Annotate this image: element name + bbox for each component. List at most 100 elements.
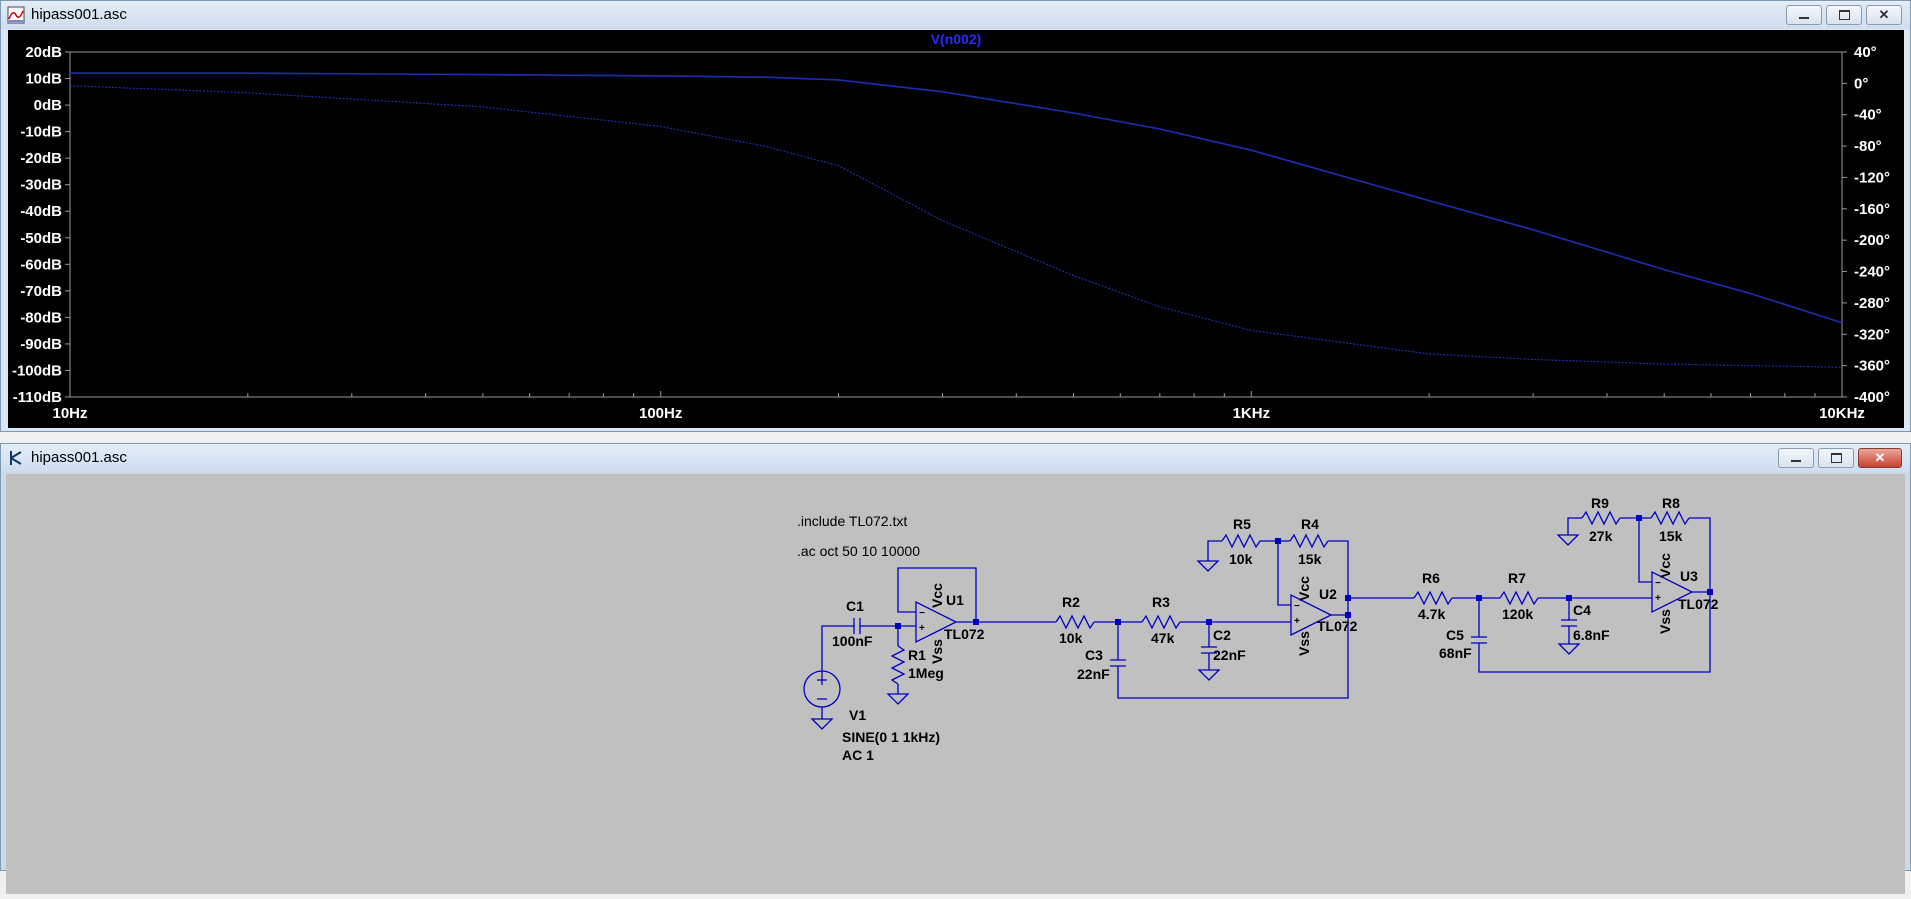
c5-value[interactable]: 68nF bbox=[1439, 645, 1472, 661]
maximize-button[interactable] bbox=[1818, 448, 1854, 468]
maximize-button[interactable] bbox=[1826, 5, 1862, 25]
wire bbox=[1689, 517, 1711, 593]
wire bbox=[1207, 540, 1222, 561]
minimize-button[interactable] bbox=[1786, 5, 1822, 25]
c4-label[interactable]: C4 bbox=[1573, 602, 1591, 618]
right-tick-label: -200° bbox=[1854, 232, 1890, 249]
resistor-r6-symbol[interactable] bbox=[1413, 590, 1453, 606]
traces bbox=[69, 72, 1843, 368]
c2-label[interactable]: C2 bbox=[1213, 627, 1231, 643]
c1-label[interactable]: C1 bbox=[846, 598, 864, 614]
ground-icon bbox=[1556, 534, 1580, 546]
r9-value[interactable]: 27k bbox=[1589, 528, 1613, 544]
u2-model[interactable]: TL072 bbox=[1317, 618, 1358, 634]
close-button[interactable]: ✕ bbox=[1858, 448, 1902, 468]
schematic-window-title: hipass001.asc bbox=[31, 449, 127, 466]
schematic-window: hipass001.asc ✕ bbox=[0, 443, 1911, 894]
x-tick-label: 100Hz bbox=[639, 405, 682, 422]
junction-dot bbox=[1345, 612, 1351, 618]
bode-plot[interactable]: V(n002) 20dB10dB0dB-10dB-20dB-30dB-40dB-… bbox=[8, 30, 1904, 428]
v1-ac[interactable]: AC 1 bbox=[842, 747, 874, 763]
r4-value[interactable]: 15k bbox=[1298, 551, 1322, 567]
r2-label[interactable]: R2 bbox=[1062, 594, 1080, 610]
v1-label[interactable]: V1 bbox=[849, 707, 866, 723]
minimize-button[interactable] bbox=[1778, 448, 1814, 468]
include-directive[interactable]: .include TL072.txt bbox=[797, 513, 907, 529]
right-axis[interactable]: 40°0°-40°-80°-120°-160°-200°-240°-280°-3… bbox=[1842, 44, 1890, 406]
waveform-titlebar[interactable]: hipass001.asc ✕ bbox=[1, 1, 1910, 29]
phase-trace[interactable] bbox=[69, 85, 1843, 368]
left-tick-label: 0dB bbox=[34, 97, 63, 114]
opamp-u1-noninv-pin: + bbox=[919, 623, 925, 634]
u3-label[interactable]: U3 bbox=[1680, 568, 1698, 584]
r3-label[interactable]: R3 bbox=[1152, 594, 1170, 610]
r7-label[interactable]: R7 bbox=[1508, 570, 1526, 586]
opamp-u2-symbol[interactable] bbox=[1290, 593, 1333, 637]
magnitude-trace[interactable] bbox=[70, 72, 1843, 324]
resistor-r8-symbol[interactable] bbox=[1650, 510, 1690, 526]
resistor-r7-symbol[interactable] bbox=[1499, 590, 1539, 606]
r6-value[interactable]: 4.7k bbox=[1418, 606, 1445, 622]
c3-value[interactable]: 22nF bbox=[1077, 666, 1110, 682]
left-tick-label: 20dB bbox=[25, 44, 62, 61]
capacitor-c5-symbol[interactable] bbox=[1471, 636, 1487, 644]
r5-value[interactable]: 10k bbox=[1229, 551, 1253, 567]
close-button[interactable]: ✕ bbox=[1866, 5, 1902, 25]
capacitor-c1-symbol[interactable] bbox=[853, 618, 861, 634]
c2-value[interactable]: 22nF bbox=[1213, 647, 1246, 663]
r1-label[interactable]: R1 bbox=[908, 647, 926, 663]
plot-frame bbox=[69, 51, 1843, 398]
r9-label[interactable]: R9 bbox=[1591, 495, 1609, 511]
r8-value[interactable]: 15k bbox=[1659, 528, 1683, 544]
capacitor-c3-symbol[interactable] bbox=[1110, 659, 1126, 667]
u1-model[interactable]: TL072 bbox=[944, 626, 985, 642]
u2-vss: Vss bbox=[1296, 631, 1312, 656]
r3-value[interactable]: 47k bbox=[1151, 630, 1175, 646]
junction-dot bbox=[1115, 619, 1121, 625]
schematic-canvas[interactable]: − + − + − + .include TL072.txt .ac oct 5… bbox=[6, 474, 1905, 894]
left-tick-label: -10dB bbox=[20, 124, 62, 141]
junction-dot bbox=[1206, 619, 1212, 625]
left-axis[interactable]: 20dB10dB0dB-10dB-20dB-30dB-40dB-50dB-60d… bbox=[12, 44, 70, 406]
c3-label[interactable]: C3 bbox=[1085, 647, 1103, 663]
close-icon: ✕ bbox=[1874, 450, 1886, 465]
minimize-icon bbox=[1799, 17, 1809, 19]
r5-label[interactable]: R5 bbox=[1233, 516, 1251, 532]
schematic-drawing[interactable]: − + − + − + .include TL072.txt .ac oct 5… bbox=[6, 474, 1905, 894]
v1-value[interactable]: SINE(0 1 1kHz) bbox=[842, 729, 940, 745]
resistor-r3-symbol[interactable] bbox=[1141, 614, 1181, 630]
u2-label[interactable]: U2 bbox=[1319, 586, 1337, 602]
r7-value[interactable]: 120k bbox=[1502, 606, 1533, 622]
wire bbox=[1117, 615, 1349, 699]
r1-value[interactable]: 1Meg bbox=[908, 665, 944, 681]
right-tick-label: -280° bbox=[1854, 295, 1890, 312]
u1-label[interactable]: U1 bbox=[946, 592, 964, 608]
schematic-titlebar[interactable]: hipass001.asc ✕ bbox=[1, 444, 1910, 472]
left-tick-label: -60dB bbox=[20, 256, 62, 273]
c1-value[interactable]: 100nF bbox=[832, 633, 873, 649]
waveform-window-title: hipass001.asc bbox=[31, 6, 127, 23]
u3-model[interactable]: TL072 bbox=[1678, 596, 1719, 612]
x-tick-label: 1KHz bbox=[1233, 405, 1271, 422]
opamp-u1-symbol[interactable] bbox=[915, 600, 958, 644]
opamp-u1-inv-pin: − bbox=[919, 608, 925, 619]
resistor-r9-symbol[interactable] bbox=[1581, 510, 1621, 526]
trace-label[interactable]: V(n002) bbox=[931, 31, 982, 47]
c4-value[interactable]: 6.8nF bbox=[1573, 627, 1610, 643]
left-tick-label: -80dB bbox=[20, 309, 62, 326]
r6-label[interactable]: R6 bbox=[1422, 570, 1440, 586]
r4-label[interactable]: R4 bbox=[1301, 516, 1319, 532]
capacitor-c4-symbol[interactable] bbox=[1561, 619, 1577, 627]
resistor-r4-symbol[interactable] bbox=[1289, 533, 1329, 549]
resistor-r5-symbol[interactable] bbox=[1221, 533, 1261, 549]
resistor-r1-symbol[interactable] bbox=[890, 645, 906, 685]
opamp-u3-symbol[interactable] bbox=[1651, 570, 1694, 614]
junction-dot bbox=[895, 623, 901, 629]
resistor-r2-symbol[interactable] bbox=[1055, 614, 1095, 630]
r2-value[interactable]: 10k bbox=[1059, 630, 1083, 646]
r8-label[interactable]: R8 bbox=[1662, 495, 1680, 511]
ac-directive[interactable]: .ac oct 50 10 10000 bbox=[797, 543, 920, 559]
c5-label[interactable]: C5 bbox=[1446, 627, 1464, 643]
